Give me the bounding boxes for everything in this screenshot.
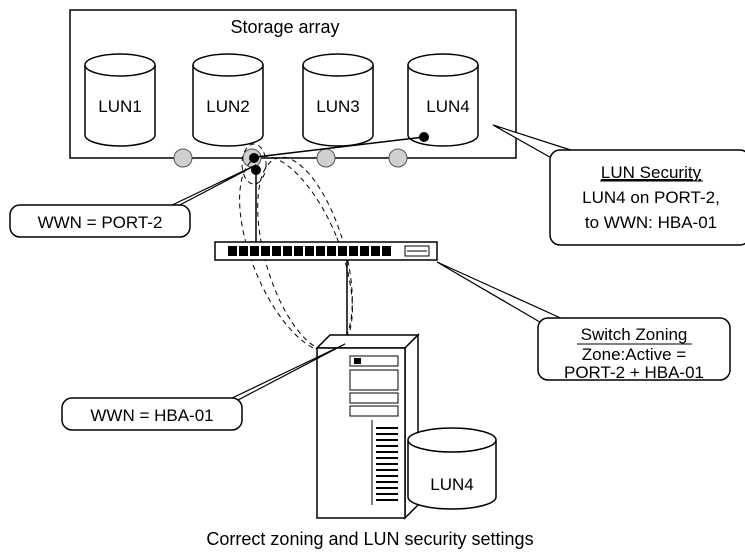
- lun-label-2: LUN2: [206, 97, 249, 116]
- lun-disk-1: LUN1: [84, 53, 156, 147]
- lun-security-heading: LUN Security: [601, 163, 702, 182]
- switch-zoning-line1: Zone:Active =: [582, 345, 686, 364]
- lun-disk-4: LUN4: [407, 53, 479, 147]
- lun4-port2-mapping-line: [255, 136, 425, 158]
- lun-label-1: LUN1: [98, 97, 141, 116]
- switch-zoning-callout: Switch Zoning Zone:Active = PORT-2 + HBA…: [436, 261, 731, 382]
- port-wwn-callout: WWN = PORT-2: [9, 164, 257, 238]
- lun-security-line1: LUN4 on PORT-2,: [582, 188, 720, 207]
- array-port-1: [173, 148, 193, 168]
- switch-zoning-heading: Switch Zoning: [581, 325, 688, 344]
- lun-label-3: LUN3: [316, 97, 359, 116]
- lun-disk-2: LUN2: [192, 53, 264, 147]
- hba-wwn-text: WWN = HBA-01: [90, 406, 213, 425]
- storage-array-title: Storage array: [230, 17, 339, 37]
- switch-zoning-line2: PORT-2 + HBA-01: [564, 363, 704, 382]
- server-tower: [315, 333, 420, 520]
- server-lun-disk: LUN4: [407, 427, 497, 510]
- diagram-caption: Correct zoning and LUN security settings: [206, 529, 533, 549]
- lun-label-4: LUN4: [426, 97, 469, 116]
- server-lun-label: LUN4: [430, 475, 473, 494]
- server-vents: [376, 427, 398, 501]
- lun-security-line2: to WWN: HBA-01: [585, 213, 717, 232]
- lun-security-callout: LUN Security LUN4 on PORT-2, to WWN: HBA…: [492, 124, 745, 246]
- port-wwn-text: WWN = PORT-2: [38, 213, 163, 232]
- port2-dot-upper: [249, 153, 259, 163]
- zone-ellipse-port: [241, 143, 267, 185]
- lun-disk-3: LUN3: [302, 53, 374, 147]
- hba-wwn-callout: WWN = HBA-01: [61, 343, 346, 431]
- fc-switch: [214, 241, 438, 261]
- switch-ports: [228, 246, 391, 256]
- storage-array: Storage array LUN1 LUN2 LUN3 LUN4: [69, 9, 517, 168]
- lun4-mapping-dot: [419, 132, 429, 142]
- array-port-3: [316, 148, 336, 168]
- array-port-4: [388, 148, 408, 168]
